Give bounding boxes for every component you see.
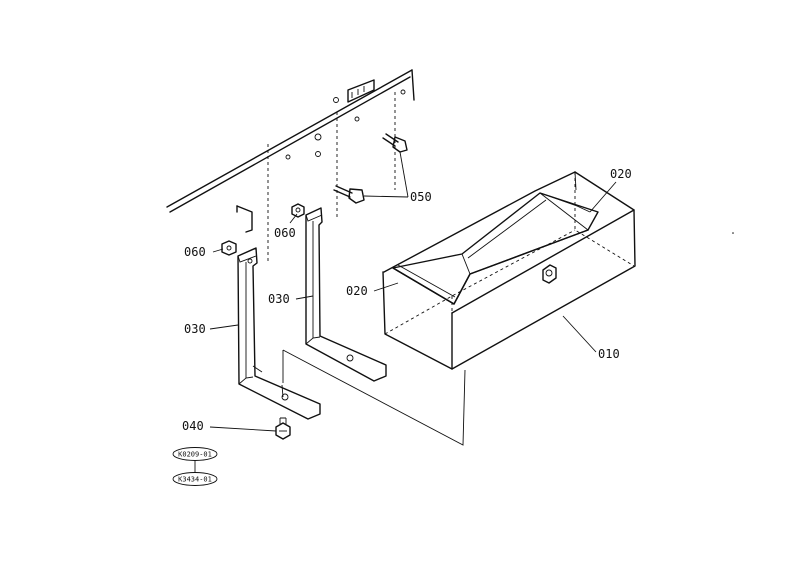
label-060-right: 060 (274, 226, 296, 240)
label-060-left: 060 (184, 245, 206, 259)
assembly-guide-lines (281, 349, 466, 446)
bolt-050-upper (382, 133, 408, 153)
label-020-top: 020 (610, 167, 632, 181)
ref-oval-1 (172, 447, 218, 461)
label-030-left: 030 (184, 322, 206, 336)
label-040: 040 (182, 419, 204, 433)
bracket-030-right (305, 207, 387, 382)
ref-code-2: K3434-01 (178, 476, 212, 484)
nut-060-right (291, 203, 305, 218)
label-030-right: 030 (268, 292, 290, 306)
part-labels: 050 060 060 030 030 040 020 020 010 (182, 167, 632, 433)
ref-code-1: K0209-01 (178, 451, 212, 459)
reference-codes: K0209-01 K3434-01 (172, 447, 218, 486)
ref-oval-2 (172, 472, 218, 486)
bolt-050-lower (333, 185, 365, 204)
nut-060-left (221, 240, 237, 256)
bracket-030-left (237, 247, 321, 420)
bolt-040 (275, 417, 291, 440)
label-020-left: 020 (346, 284, 368, 298)
toolbox-010 (382, 171, 636, 370)
label-050: 050 (410, 190, 432, 204)
leader-lines (209, 151, 617, 432)
frame-panel (166, 69, 415, 262)
label-010: 010 (598, 347, 620, 361)
